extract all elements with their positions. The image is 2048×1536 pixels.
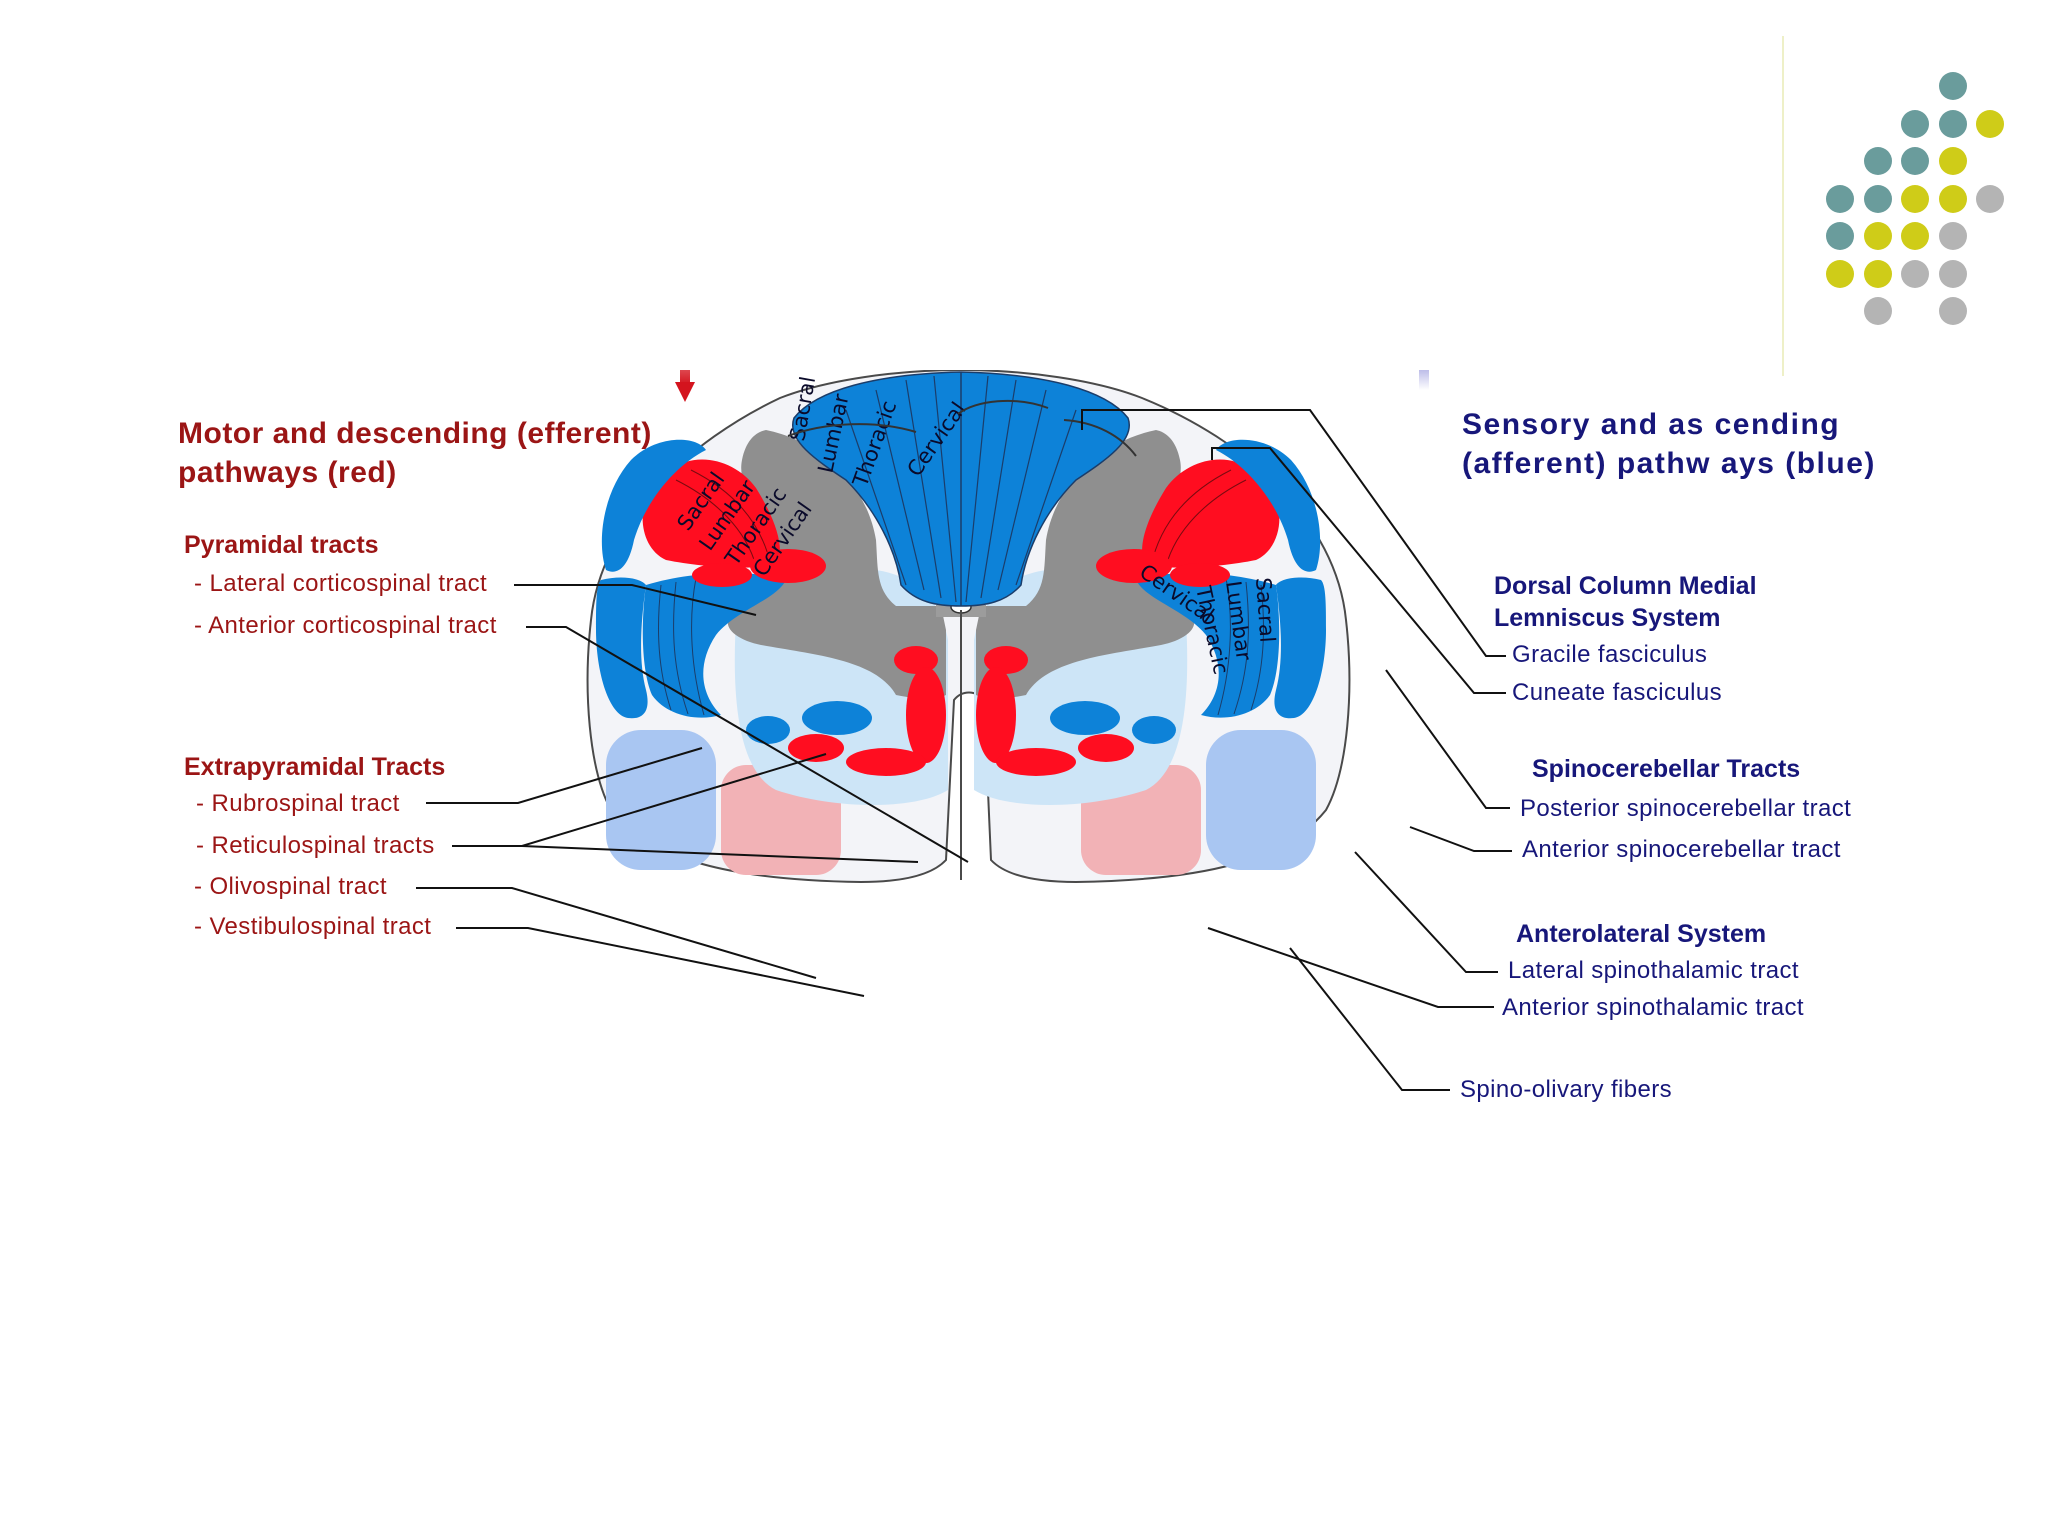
leader-anterior-spinothalamic: [1208, 928, 1494, 1007]
posterior-spinocerebellar-label: Posterior spinocerebellar tract: [1520, 797, 1851, 821]
leader-anterior-spinocerebellar: [1410, 827, 1512, 851]
dorsal-column-title: Dorsal Column Medial Lemniscus System: [1494, 570, 1814, 634]
spino-olivary-label: Spino-olivary fibers: [1460, 1078, 1672, 1102]
olivospinal-label: - Olivospinal tract: [194, 875, 387, 899]
leader-posterior-spinocerebellar: [1386, 670, 1510, 808]
anterior-spinothalamic-label: Anterior spinothalamic tract: [1502, 996, 1804, 1020]
leader-lateral-corticospinal: [514, 585, 756, 615]
lateral-spinothalamic-label: Lateral spinothalamic tract: [1508, 959, 1799, 983]
anterolateral-title: Anterolateral System: [1516, 922, 1766, 947]
leader-cuneate: [1212, 448, 1506, 693]
leader-anterior-corticospinal: [526, 627, 968, 862]
lateral-corticospinal-label: - Lateral corticospinal tract: [194, 572, 487, 596]
leader-gracile: [1082, 410, 1506, 656]
leader-spino-olivary: [1290, 948, 1450, 1090]
extrapyramidal-tracts-title: Extrapyramidal Tracts: [184, 755, 445, 780]
anterior-spinocerebellar-label: Anterior spinocerebellar tract: [1522, 838, 1841, 862]
rubrospinal-label: - Rubrospinal tract: [196, 792, 400, 816]
leader-lateral-spinothalamic: [1355, 852, 1498, 972]
pyramidal-tracts-title: Pyramidal tracts: [184, 533, 379, 558]
gracile-fasciculus-label: Gracile fasciculus: [1512, 643, 1707, 667]
cuneate-fasciculus-label: Cuneate fasciculus: [1512, 681, 1722, 705]
leader-olivospinal: [416, 888, 816, 978]
leader-rubrospinal: [426, 748, 702, 803]
reticulospinal-label: - Reticulospinal tracts: [196, 834, 435, 858]
leader-vestibulospinal: [456, 928, 864, 996]
anterior-corticospinal-label: - Anterior corticospinal tract: [194, 614, 497, 638]
sensory-heading: Sensory and as cending (afferent) pathw …: [1462, 405, 1882, 483]
spinocerebellar-title: Spinocerebellar Tracts: [1532, 757, 1800, 782]
vestibulospinal-label: - Vestibulospinal tract: [194, 915, 431, 939]
leader-reticulospinal-medial: [452, 846, 918, 862]
motor-heading: Motor and descending (efferent) pathways…: [178, 414, 678, 492]
